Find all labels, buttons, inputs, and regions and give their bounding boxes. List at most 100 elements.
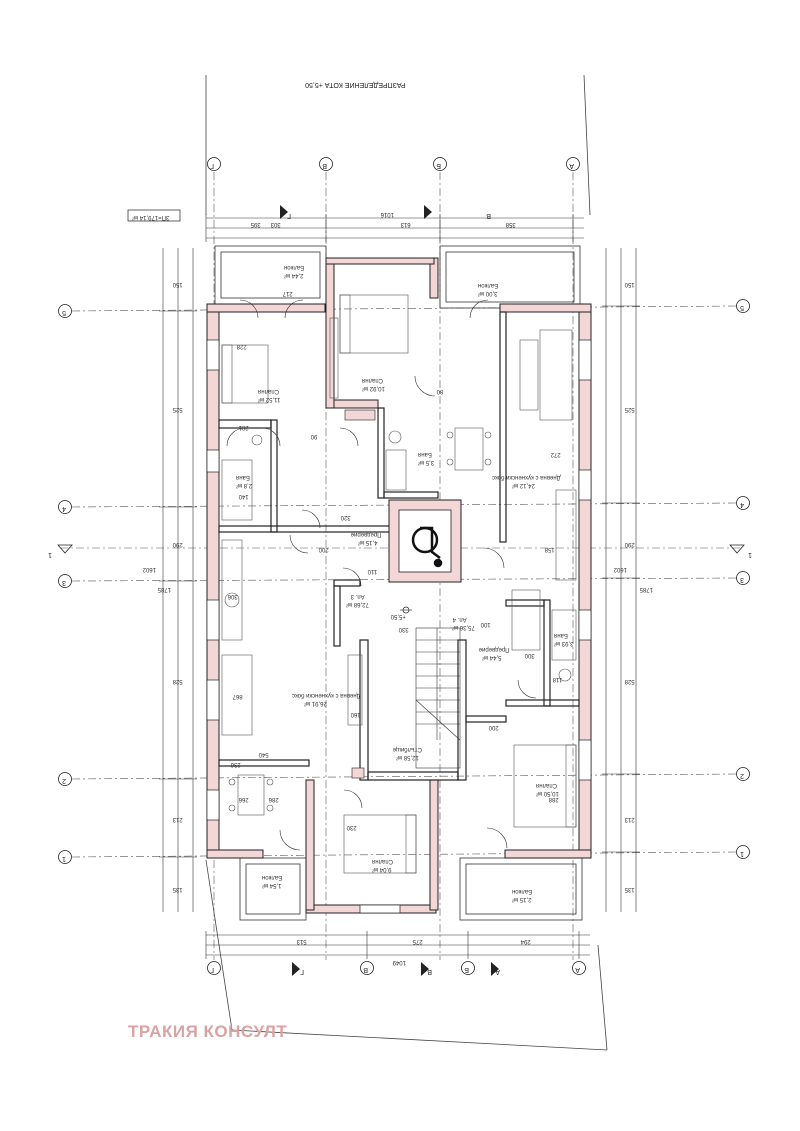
drawing-title: РАЗПРЕДЕЛЕНИЕ КОТА +5,50 bbox=[305, 81, 406, 88]
dim-right-total: 1602 bbox=[613, 566, 627, 572]
dimension-lines bbox=[162, 217, 637, 956]
svg-text:2: 2 bbox=[740, 772, 744, 779]
svg-text:200: 200 bbox=[318, 546, 329, 552]
room-label-bath-left: Баня 2,8 м² bbox=[236, 474, 252, 488]
dim-left-6: 213 bbox=[172, 816, 183, 822]
svg-text:+5,50: +5,50 bbox=[390, 613, 406, 619]
svg-text:Ап. 3: Ап. 3 bbox=[350, 593, 365, 599]
dim-left-7: 135 bbox=[172, 886, 183, 892]
svg-text:540: 540 bbox=[258, 751, 269, 757]
section-marker-top-g: Г bbox=[280, 205, 291, 219]
svg-text:867: 867 bbox=[232, 693, 243, 699]
axis-bubble-bottom-g: Г bbox=[207, 961, 221, 975]
level-mark: +5,50 bbox=[390, 606, 412, 619]
svg-text:24,12 м²: 24,12 м² bbox=[512, 482, 535, 488]
svg-text:236: 236 bbox=[230, 761, 241, 767]
door-swings bbox=[226, 299, 537, 851]
svg-text:Б: Б bbox=[436, 162, 441, 169]
svg-text:266: 266 bbox=[238, 796, 249, 802]
svg-text:12,58 м²: 12,58 м² bbox=[396, 754, 419, 760]
svg-text:Баня: Баня bbox=[236, 474, 250, 480]
svg-text:В: В bbox=[363, 966, 368, 973]
svg-text:Спалня: Спалня bbox=[362, 377, 383, 383]
svg-text:Дневна с кухненски бокс: Дневна с кухненски бокс bbox=[492, 474, 561, 480]
svg-text:80: 80 bbox=[436, 388, 443, 394]
dim-top-3: 303 bbox=[270, 221, 281, 227]
svg-text:2: 2 bbox=[62, 777, 66, 784]
svg-text:1: 1 bbox=[740, 850, 744, 857]
svg-text:110: 110 bbox=[367, 568, 377, 574]
dim-left-5: 528 bbox=[172, 678, 183, 684]
svg-text:2,8 м²: 2,8 м² bbox=[236, 482, 252, 488]
svg-text:Балкон: Балкон bbox=[512, 888, 532, 894]
axis-bubble-bottom-a: А bbox=[572, 961, 586, 975]
svg-text:228: 228 bbox=[236, 343, 247, 349]
accessibility-icon bbox=[411, 526, 443, 568]
axis-bubble-right-4: 4 bbox=[736, 496, 750, 510]
svg-text:11,52 м²: 11,52 м² bbox=[258, 396, 280, 402]
svg-text:288: 288 bbox=[548, 796, 559, 802]
svg-text:Спалня: Спалня bbox=[536, 782, 557, 788]
svg-text:Г: Г bbox=[210, 966, 214, 973]
svg-text:Балкон: Балкон bbox=[478, 282, 498, 288]
dim-right-2: 525 bbox=[624, 406, 635, 412]
svg-text:100: 100 bbox=[480, 621, 491, 627]
svg-text:140: 140 bbox=[238, 493, 249, 499]
dim-left-total: 1602 bbox=[142, 566, 156, 572]
dim-right-6: 213 bbox=[624, 816, 635, 822]
axis-bubble-left-3: 3 bbox=[58, 574, 72, 588]
svg-text:Предверие: Предверие bbox=[350, 531, 382, 537]
axis-bubble-right-2: 2 bbox=[736, 767, 750, 781]
room-label-hall-left: Предверие 4,15 м² bbox=[350, 531, 382, 545]
svg-text:Баня: Баня bbox=[418, 451, 432, 457]
svg-text:4,15 м²: 4,15 м² bbox=[358, 539, 377, 545]
axis-bubble-right-1: 1 bbox=[736, 845, 750, 859]
dim-top-2: 613 bbox=[400, 221, 411, 227]
svg-text:3: 3 bbox=[62, 579, 66, 586]
room-label-bath-mid: Баня 3,5 м² bbox=[418, 451, 434, 465]
svg-text:3,93 м²: 3,93 м² bbox=[554, 640, 573, 646]
dim-right-1: 150 bbox=[624, 281, 635, 287]
axis-bubble-top-b: Б bbox=[433, 157, 447, 171]
svg-text:158: 158 bbox=[544, 546, 555, 552]
svg-text:Б: Б bbox=[464, 966, 469, 973]
svg-text:В: В bbox=[322, 162, 327, 169]
svg-text:В: В bbox=[427, 968, 432, 975]
dim-bottom-3: 294 bbox=[520, 938, 531, 944]
section-marker-bottom-g: Г bbox=[292, 962, 304, 976]
svg-text:90: 90 bbox=[310, 433, 317, 439]
svg-text:Г: Г bbox=[287, 212, 291, 219]
svg-text:72,68 м²: 72,68 м² bbox=[346, 601, 369, 607]
svg-text:Баня: Баня bbox=[554, 632, 568, 638]
svg-text:306: 306 bbox=[227, 593, 238, 599]
svg-text:3,5 м²: 3,5 м² bbox=[418, 459, 434, 465]
svg-text:9,04 м²: 9,04 м² bbox=[372, 866, 391, 872]
axis-bubble-top-v: В bbox=[319, 157, 333, 171]
svg-text:300: 300 bbox=[524, 652, 535, 658]
svg-text:Предверие: Предверие bbox=[478, 646, 510, 652]
svg-text:1: 1 bbox=[62, 855, 66, 862]
svg-text:10,92 м²: 10,92 м² bbox=[362, 385, 385, 391]
hatched-column bbox=[344, 409, 376, 779]
svg-text:Ап. 4: Ап. 4 bbox=[452, 616, 467, 622]
axis-bubble-top-g: Г bbox=[207, 157, 221, 171]
svg-text:230: 230 bbox=[346, 824, 357, 830]
dim-bottom-1: 513 bbox=[296, 938, 307, 944]
svg-text:4: 4 bbox=[62, 505, 66, 512]
svg-text:Балкон: Балкон bbox=[284, 264, 304, 270]
svg-text:160: 160 bbox=[350, 711, 361, 717]
svg-text:Г: Г bbox=[210, 162, 214, 169]
area-box bbox=[127, 209, 181, 222]
staircase bbox=[415, 627, 461, 769]
elevator-shaft bbox=[388, 499, 462, 583]
axis-bubble-right-3: 3 bbox=[736, 571, 750, 585]
svg-text:1: 1 bbox=[48, 551, 52, 558]
svg-text:Дневна с кухненски бокс: Дневна с кухненски бокс bbox=[292, 692, 361, 698]
